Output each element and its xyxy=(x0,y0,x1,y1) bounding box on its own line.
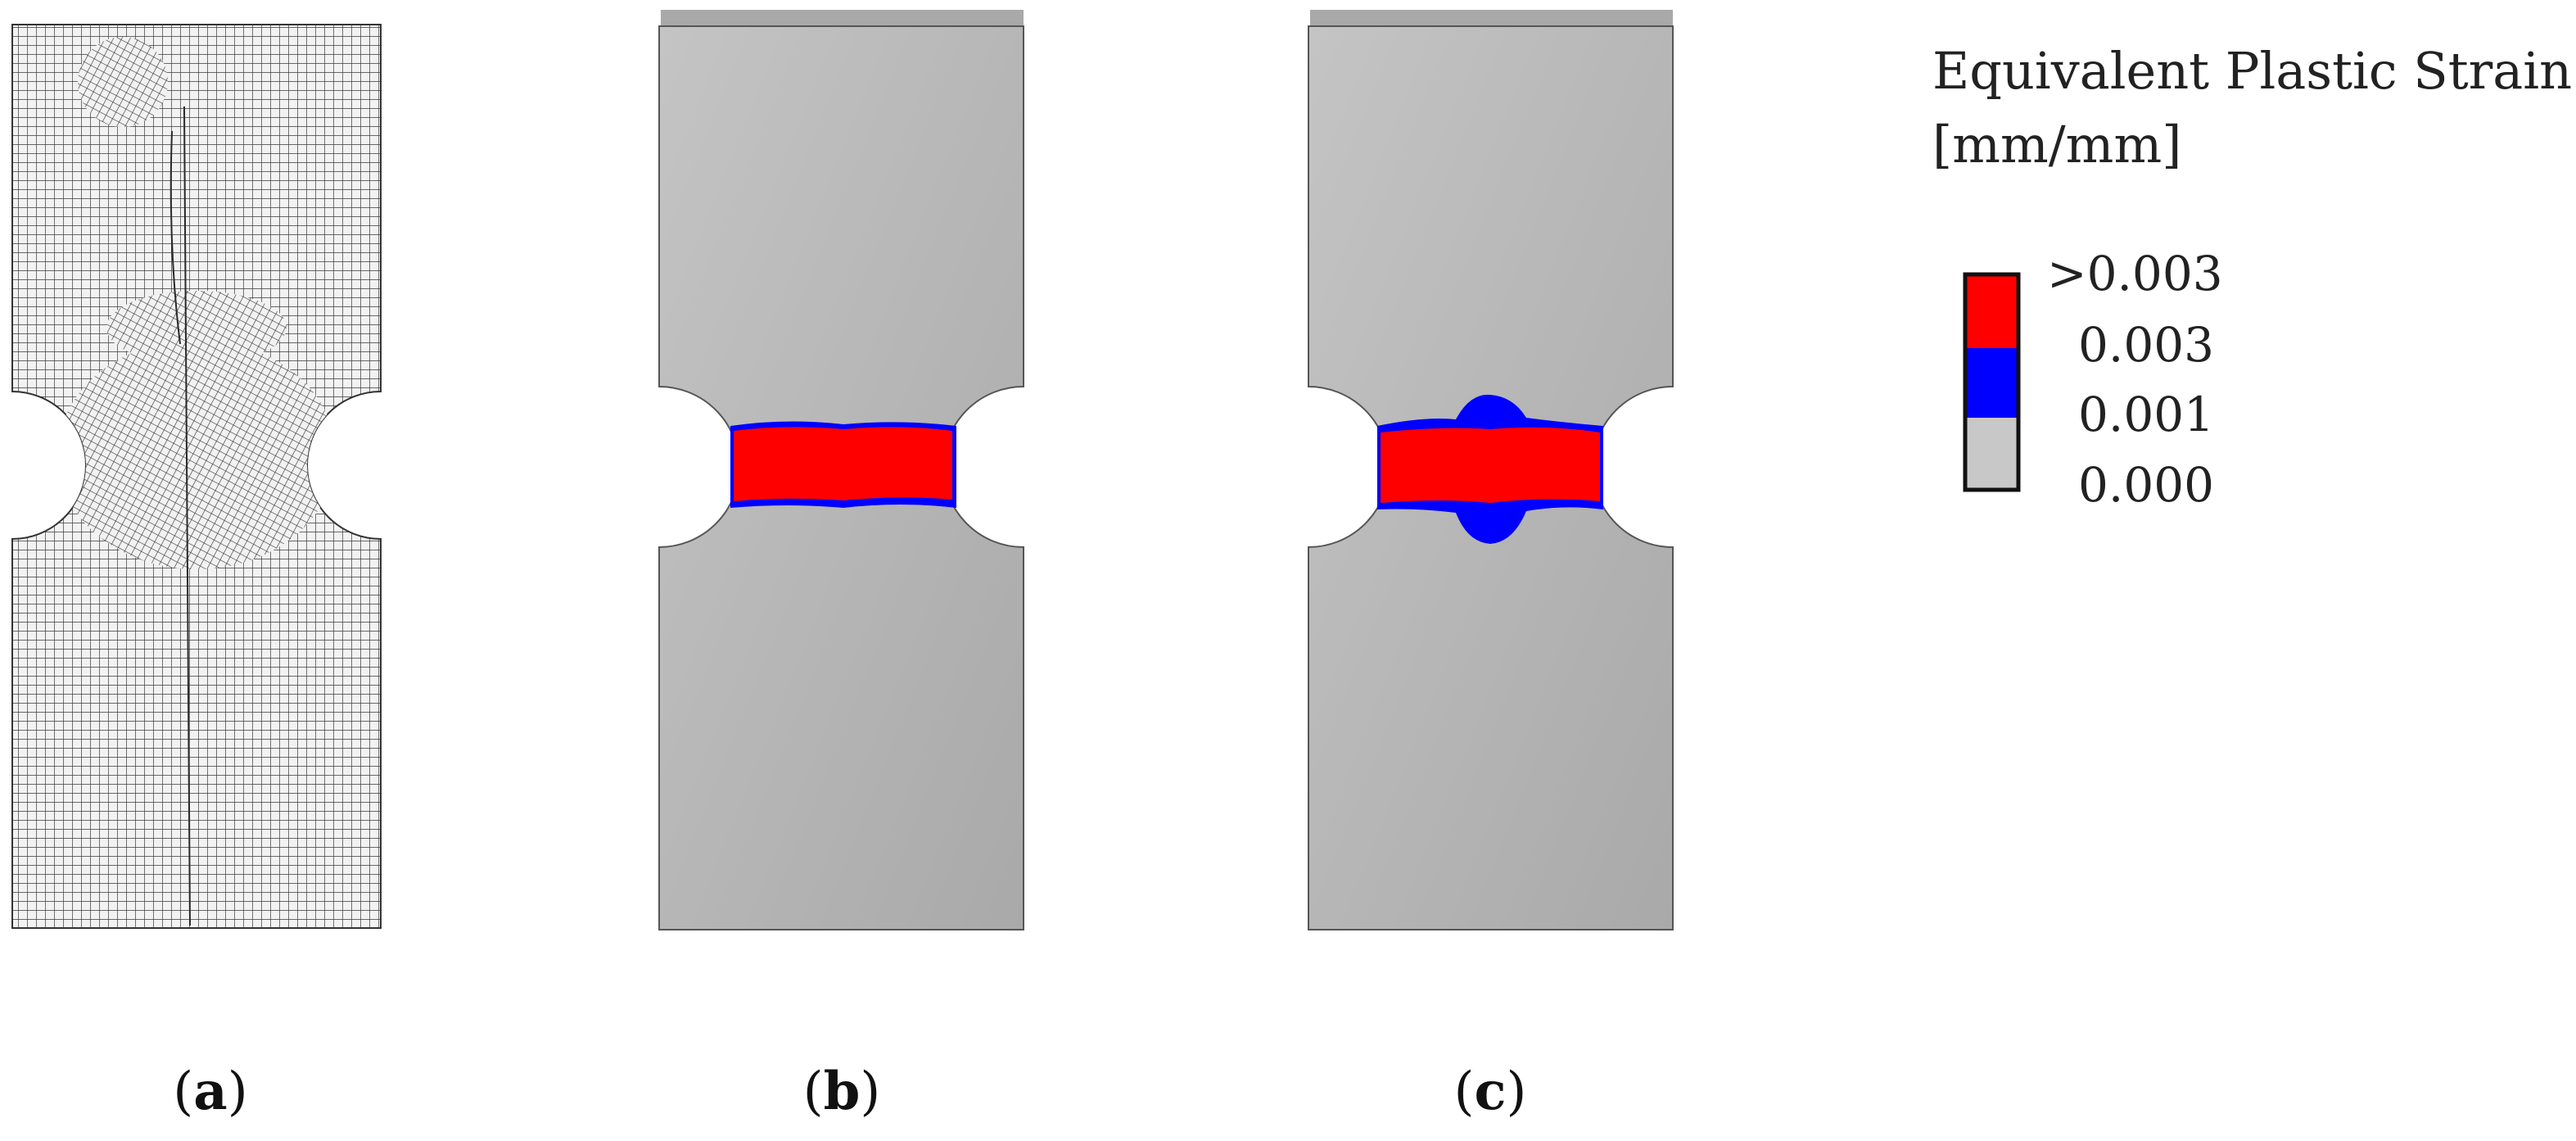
caption-b-letter: b xyxy=(823,1061,861,1122)
legend-colorbar xyxy=(1963,272,2021,492)
caption-c-letter: c xyxy=(1474,1061,1507,1122)
legend-frame xyxy=(1963,272,2021,492)
mesh-refined-zones xyxy=(57,37,336,926)
legend-label-low: 0.001 xyxy=(2078,387,2215,442)
high-strain-band-b xyxy=(734,427,952,501)
legend-label-high: >0.003 xyxy=(2047,246,2223,301)
legend-title: Equivalent Plastic Strain [mm/mm] xyxy=(1932,34,2572,182)
caption-a-letter: a xyxy=(193,1061,228,1122)
legend-band-mid xyxy=(1965,348,2018,418)
high-strain-band-c xyxy=(1381,427,1600,503)
caption-c: (c) xyxy=(1453,1061,1527,1122)
legend-label-mid: 0.003 xyxy=(2078,317,2215,373)
caption-a: (a) xyxy=(173,1061,248,1122)
legend-title-line2: [mm/mm] xyxy=(1932,115,2182,174)
panel-b-contour xyxy=(658,10,1024,930)
top-grip xyxy=(1310,10,1673,26)
top-grip xyxy=(661,10,1024,26)
panel-c-contour xyxy=(1308,10,1674,930)
caption-b: (b) xyxy=(802,1061,881,1122)
legend-band-low xyxy=(1965,418,2018,490)
legend-label-zero: 0.000 xyxy=(2078,457,2215,513)
panel-a-mesh xyxy=(11,24,382,929)
legend-title-line1: Equivalent Plastic Strain xyxy=(1932,41,2573,101)
legend-band-high xyxy=(1965,274,2018,348)
